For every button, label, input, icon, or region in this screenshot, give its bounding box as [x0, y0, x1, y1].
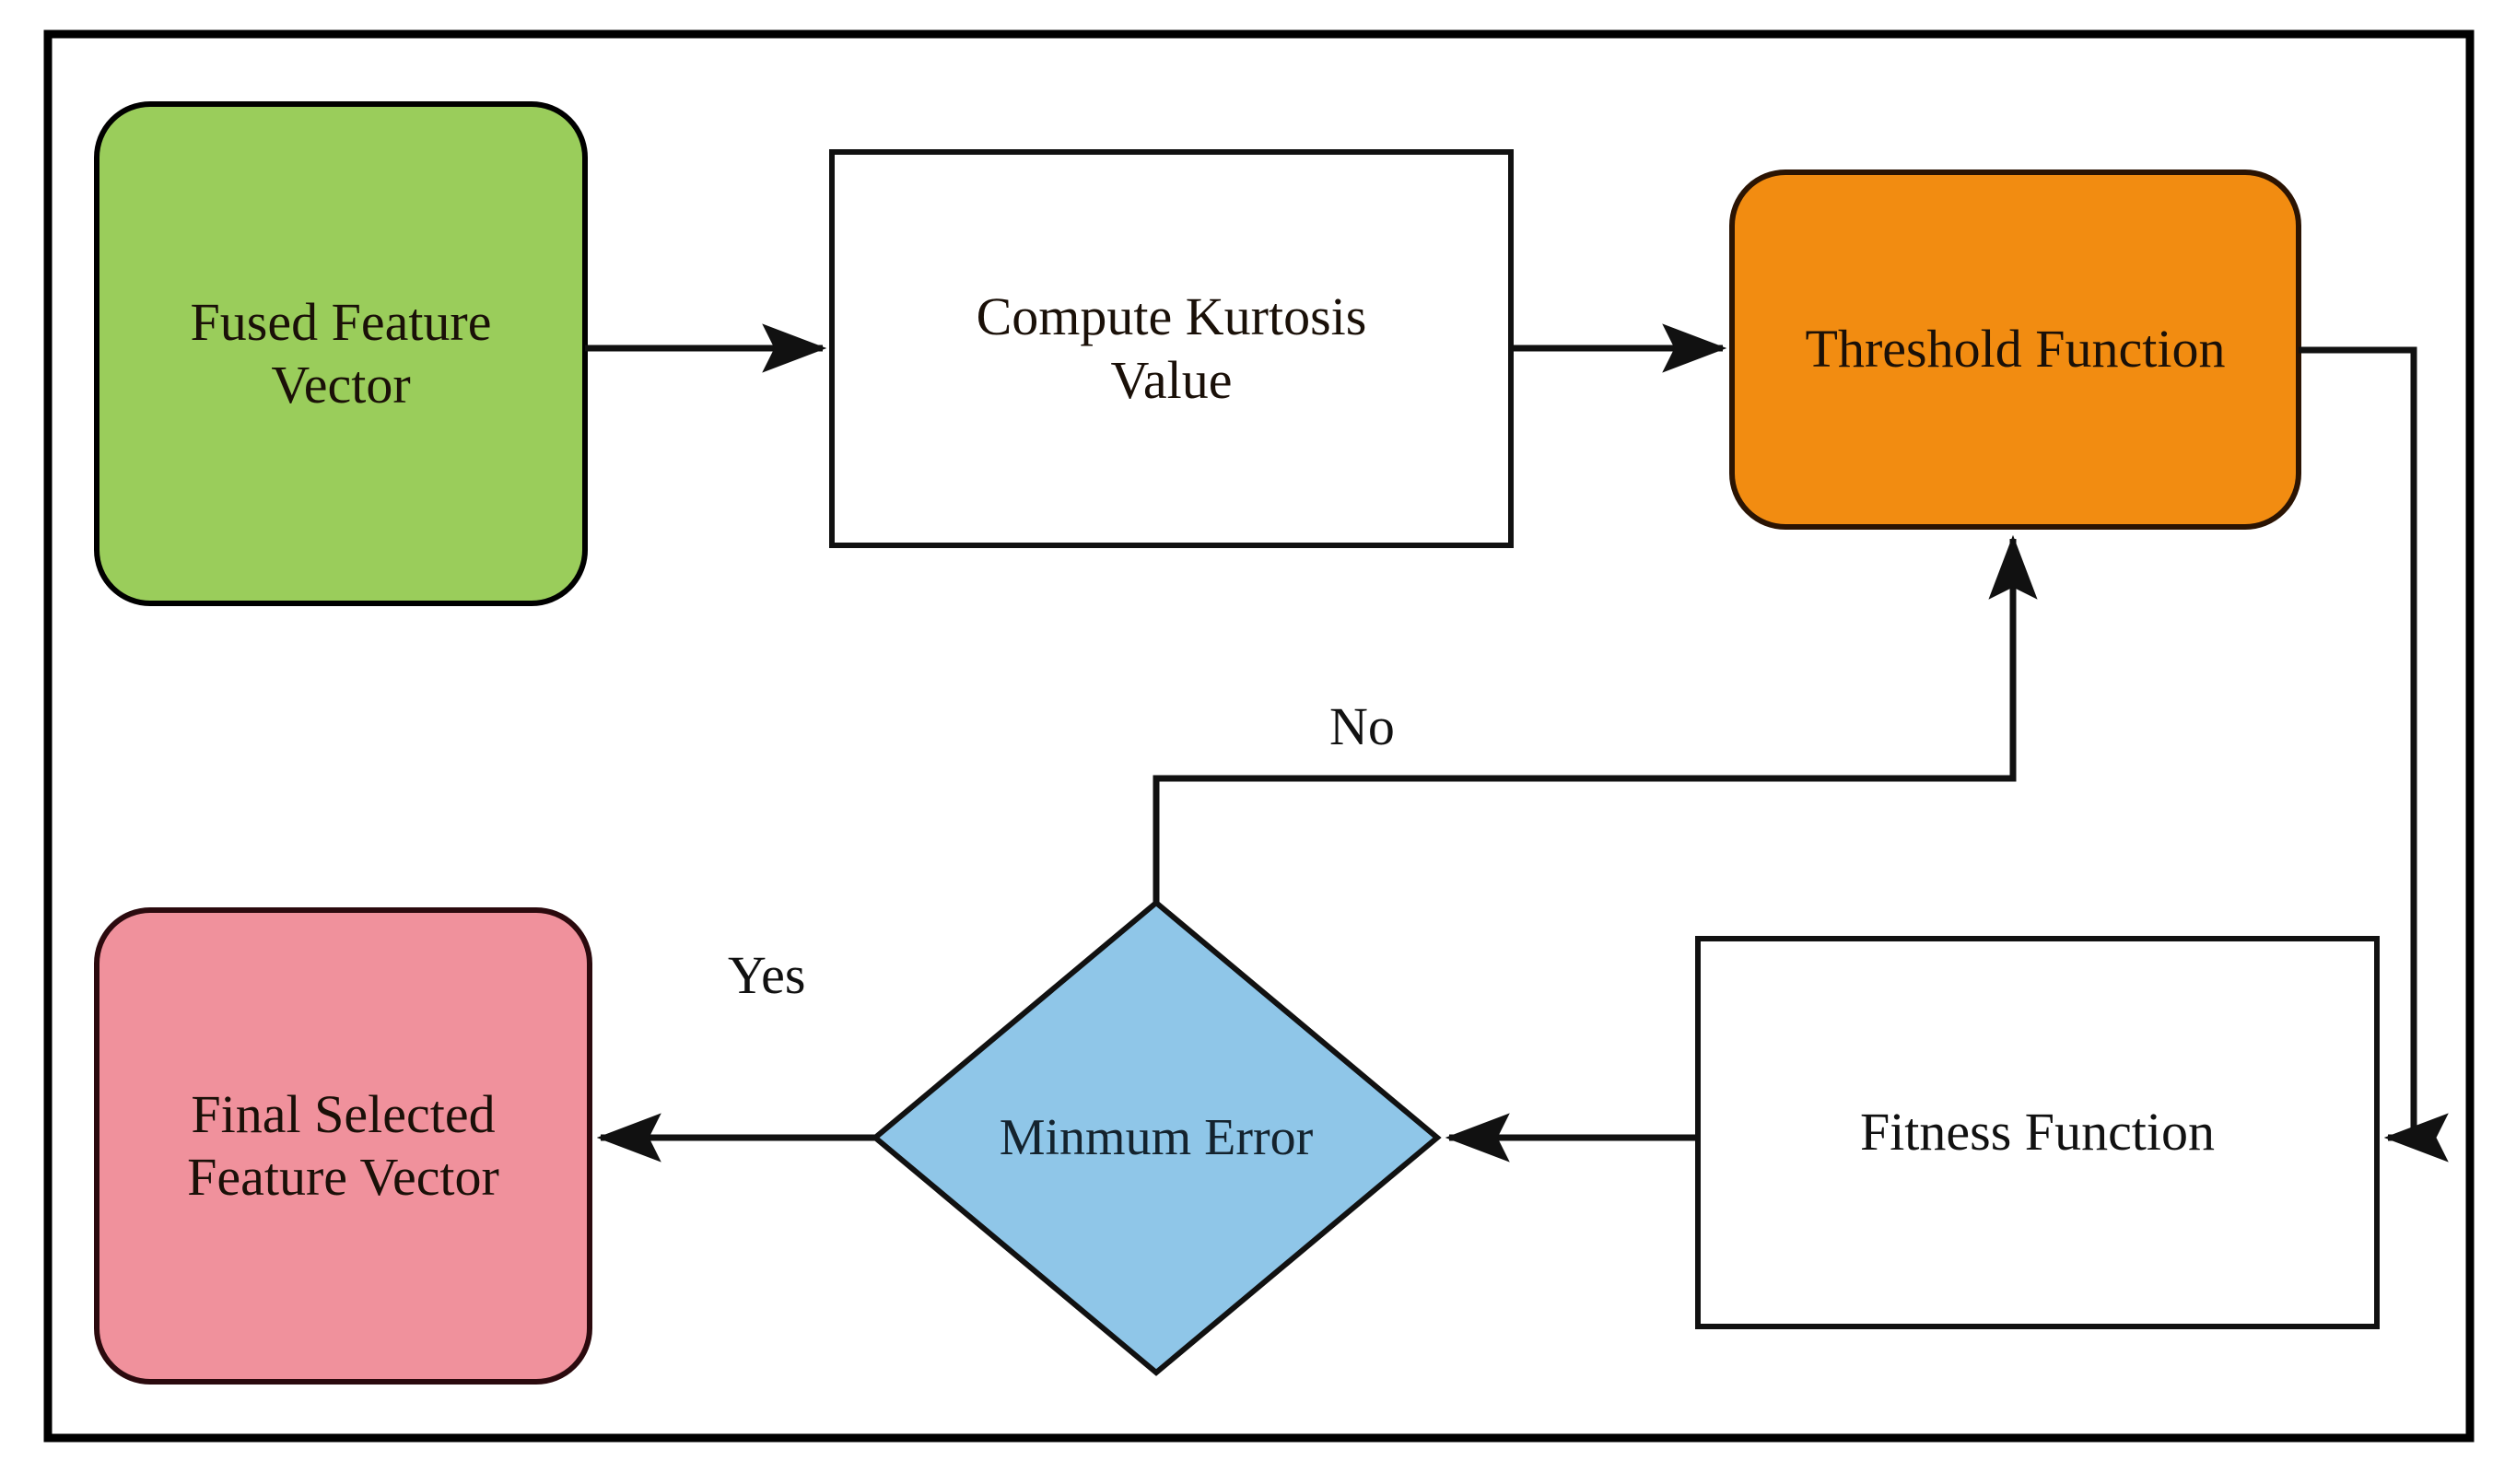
edge-label-yes: Yes	[728, 945, 806, 1005]
compute-kurtosis-value-shape	[829, 149, 1514, 548]
minimum-error-decision-shape	[871, 899, 1442, 1376]
edge-decision-no-to-threshold	[1153, 534, 2038, 903]
fitness-function-shape	[1695, 936, 2380, 1329]
final-selected-feature-vector-shape	[94, 907, 592, 1385]
threshold-function-shape	[1729, 169, 2301, 530]
fused-feature-vector-shape	[94, 101, 588, 606]
edge-label-no: No	[1329, 696, 1395, 756]
diagram-outer-frame	[43, 29, 2475, 1443]
edge-threshold-to-fitness	[2299, 346, 2449, 1163]
